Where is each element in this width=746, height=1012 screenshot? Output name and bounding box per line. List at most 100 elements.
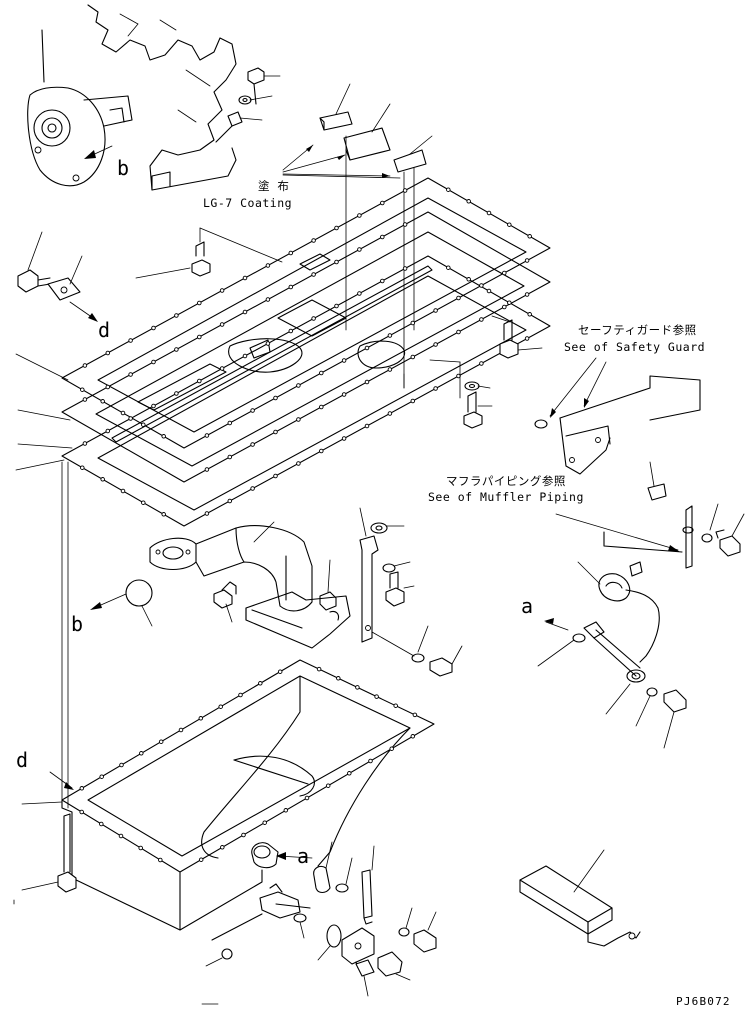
bolt-hole [507, 222, 512, 227]
bolt-hole [242, 275, 248, 281]
bolt-hole [288, 250, 294, 256]
bolt-hole [479, 283, 484, 288]
bolt-hole [524, 258, 530, 263]
washer-right [464, 381, 491, 391]
muffler-ref-jp: マフラパイピング参照 [446, 474, 566, 488]
coating-block-left [319, 83, 353, 131]
bolt-hole [197, 334, 202, 340]
bolt-hole [311, 272, 316, 277]
bolt-hole [219, 366, 225, 371]
bolt-hole [357, 213, 362, 218]
engine-stud [215, 111, 263, 143]
bolt-hole [341, 358, 347, 363]
bolt-hole [227, 498, 233, 504]
coating-label-en: LG-7 Coating [203, 196, 293, 210]
muffler-bracket [555, 461, 680, 552]
bolt-hole [334, 303, 339, 309]
bolt-hole [502, 270, 507, 276]
bolt-hole [412, 712, 418, 718]
bolt-hole [138, 845, 143, 851]
ref-label-a: a [297, 844, 310, 868]
safety-guard-washer [534, 419, 548, 429]
bolt-hole [100, 399, 105, 404]
bolt-hole [446, 187, 451, 192]
bolt-hole [325, 783, 331, 788]
bolt-hole [141, 422, 146, 427]
bolt-hole [174, 391, 179, 396]
bolt-hole [433, 308, 438, 313]
suction-pipe [149, 521, 313, 612]
oil-pan [61, 659, 435, 931]
bolt-hole [466, 199, 471, 204]
bolt-hole [364, 423, 370, 429]
bolt-hole [82, 441, 88, 446]
drain-washer [335, 857, 353, 893]
bolt-hole [433, 386, 438, 391]
bolt-hole [387, 411, 393, 416]
bracket-bolt [385, 571, 415, 607]
bracket-washer [370, 522, 405, 534]
sensor-connector [629, 561, 643, 577]
bolt-hole [277, 669, 283, 674]
bolt-hole [311, 316, 316, 321]
safety-guard-ref-en: See of Safety Guard [564, 340, 706, 354]
bolt-hole [197, 300, 202, 306]
bolt-hole [82, 363, 88, 368]
strainer-box [245, 591, 351, 649]
bolt-hole [410, 320, 416, 326]
bolt-hole [99, 774, 104, 779]
bolt-hole [99, 821, 104, 827]
drain-pin [361, 845, 375, 925]
bolt-left-d [17, 231, 51, 293]
oil-level-sensor [577, 561, 660, 683]
bolt-hole [178, 727, 184, 733]
bolt-hole [368, 758, 373, 764]
ref-label-d: d [16, 748, 29, 772]
bolt-hole [204, 433, 210, 438]
bolt-hole [174, 313, 179, 318]
bolt-hole [79, 809, 84, 815]
bolt-hole [161, 512, 166, 517]
bolt-hole [227, 454, 233, 460]
coating-label-jp: 塗 布 [258, 179, 290, 193]
bolt-hole [341, 392, 347, 397]
upper-gasket [61, 177, 551, 449]
bolt-hole [151, 359, 156, 365]
oil-pan-holes [79, 666, 418, 863]
ref-label-a: a [521, 594, 534, 618]
bolt-gasket-lower-right [463, 391, 493, 429]
bolt-hole [250, 486, 255, 491]
safety-guard-ref-jp: セーフティガード参照 [578, 323, 697, 337]
bolt-hole [158, 739, 164, 744]
engine-bolt [247, 67, 281, 105]
plate-left-d [47, 255, 83, 301]
bolt-hole [204, 467, 210, 472]
drain-hex-plug [377, 951, 411, 981]
middle-gasket [61, 211, 551, 483]
bolt-hole [82, 397, 88, 402]
bolt-hole [198, 716, 204, 721]
bolt-hole [80, 387, 85, 392]
drain-washer-2 [398, 907, 413, 937]
bolt-hole [227, 420, 233, 426]
bolt-hole [141, 500, 146, 505]
bolt-hole [250, 442, 255, 447]
bolt-hole [319, 404, 324, 410]
bolt-hole [118, 833, 124, 839]
bolt-hole [128, 416, 133, 421]
bolt-hole [220, 845, 225, 850]
bolt-hole [410, 734, 416, 739]
coating-block-center [343, 103, 391, 161]
bolt-hole [139, 751, 144, 756]
bolt-hole [357, 291, 362, 296]
water-pump [27, 29, 133, 187]
bolt-hole [433, 342, 438, 347]
bolt-gasket-right [491, 315, 543, 359]
bolt-hole [119, 762, 124, 768]
bolt-hole [387, 333, 393, 338]
gasket-holes [80, 187, 532, 517]
engine-block [87, 4, 237, 191]
bolt-hole [524, 336, 530, 341]
